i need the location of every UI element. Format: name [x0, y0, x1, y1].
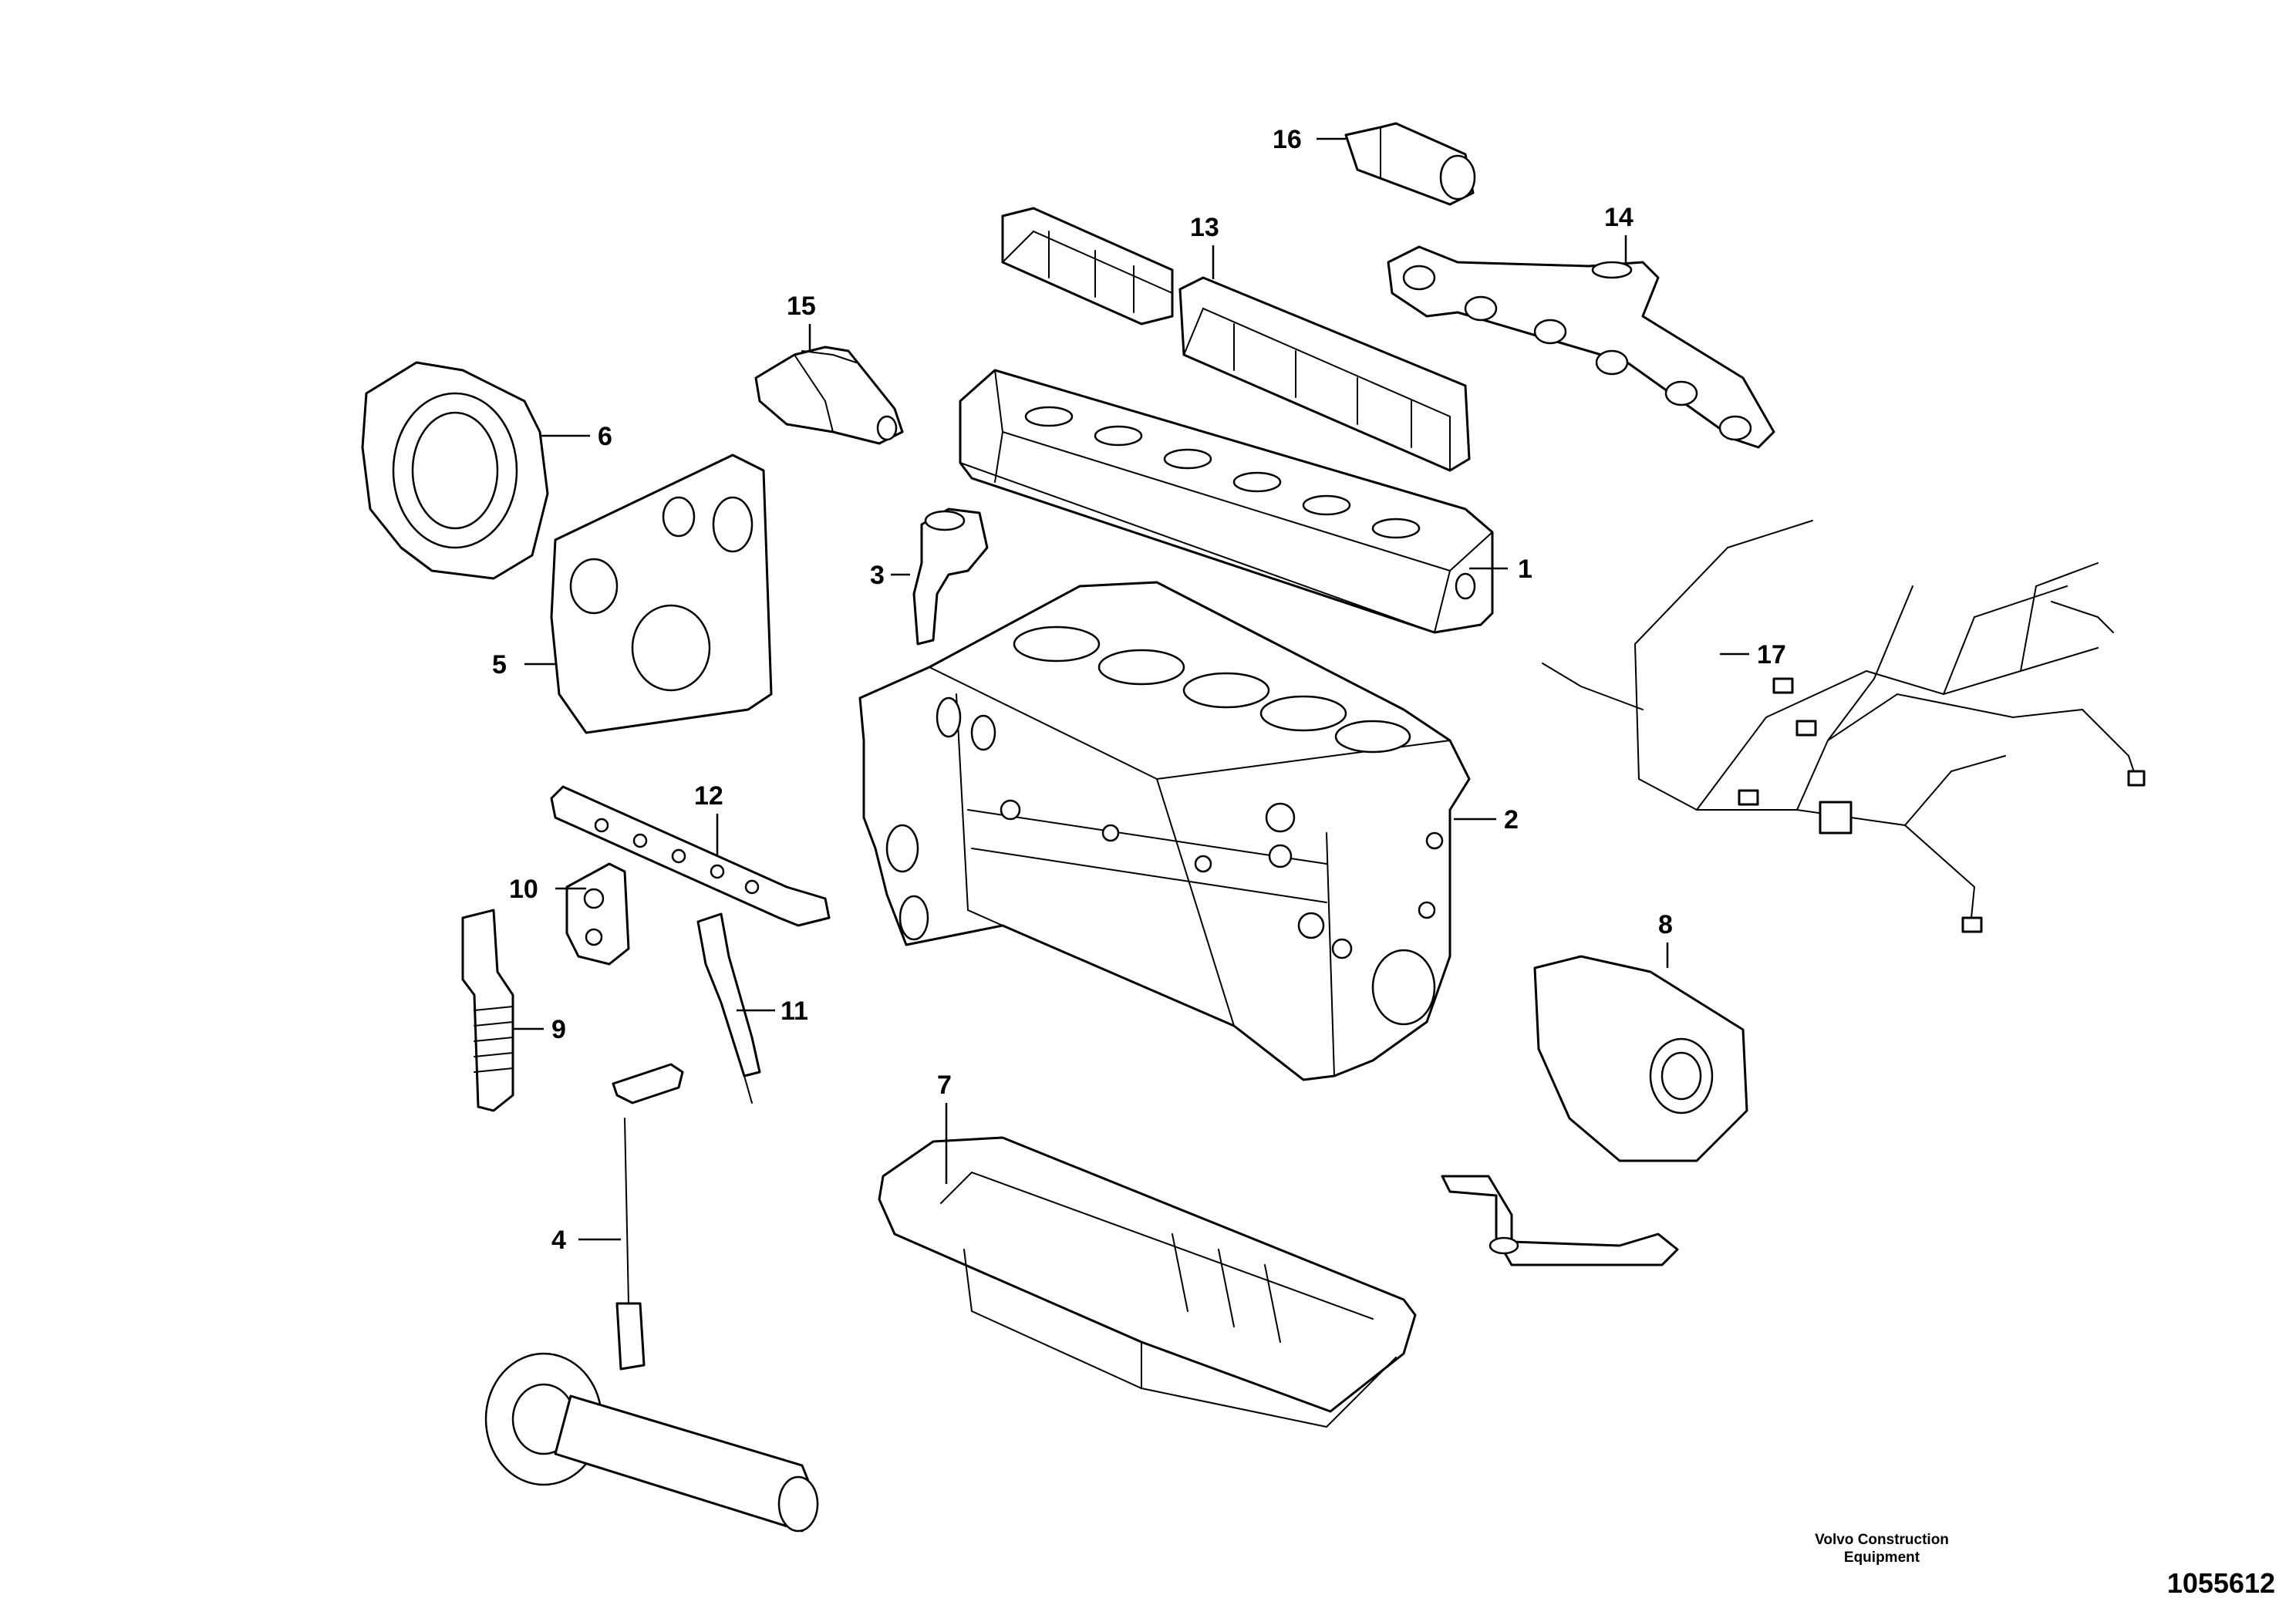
callout-4: 4	[551, 1226, 566, 1255]
oil-filler	[912, 508, 989, 646]
inlet-manifold	[1001, 207, 1471, 472]
callout-8: 8	[1658, 910, 1673, 939]
starter-motor	[754, 346, 904, 445]
callout-13: 13	[1190, 213, 1219, 242]
fuel-regulator	[565, 862, 630, 966]
callout-10: 10	[509, 875, 538, 904]
oil-pump	[1441, 955, 1748, 1266]
callout-17: 17	[1757, 640, 1786, 669]
cylinder-head	[959, 369, 1494, 634]
exhaust-manifold	[1387, 245, 1775, 449]
wiring-harness	[1542, 520, 2146, 933]
callout-5: 5	[492, 650, 507, 679]
callout-15: 15	[787, 292, 816, 321]
fuel-rail	[550, 785, 831, 927]
pushrod-camshaft	[484, 1063, 819, 1533]
cylinder-block	[858, 581, 1471, 1081]
leader-lines	[513, 137, 1749, 1241]
callout-1: 1	[1518, 555, 1532, 584]
callout-12: 12	[694, 781, 723, 811]
timing-gear-cover	[550, 454, 773, 734]
injector	[696, 912, 761, 1104]
callout-7: 7	[937, 1071, 952, 1100]
actuator-valve	[1344, 122, 1476, 206]
callout-14: 14	[1604, 203, 1633, 232]
callout-labels: 1 2 3 4 5 6 7 8 9 10 11 12 13 14 15 16 1…	[492, 125, 1786, 1255]
callout-6: 6	[598, 422, 612, 451]
callout-11: 11	[781, 996, 808, 1026]
flywheel-housing	[361, 361, 549, 580]
publisher-name-line2: Equipment	[1843, 1549, 1920, 1566]
unit-pump	[461, 909, 514, 1112]
callout-9: 9	[551, 1015, 566, 1044]
callout-2: 2	[1504, 805, 1519, 835]
callout-3: 3	[870, 561, 885, 590]
publisher-name: Volvo Construction	[1815, 1532, 1949, 1548]
oil-sump	[878, 1136, 1417, 1428]
callout-16: 16	[1273, 125, 1302, 154]
drawing-number: 1055612	[2166, 1567, 2275, 1599]
